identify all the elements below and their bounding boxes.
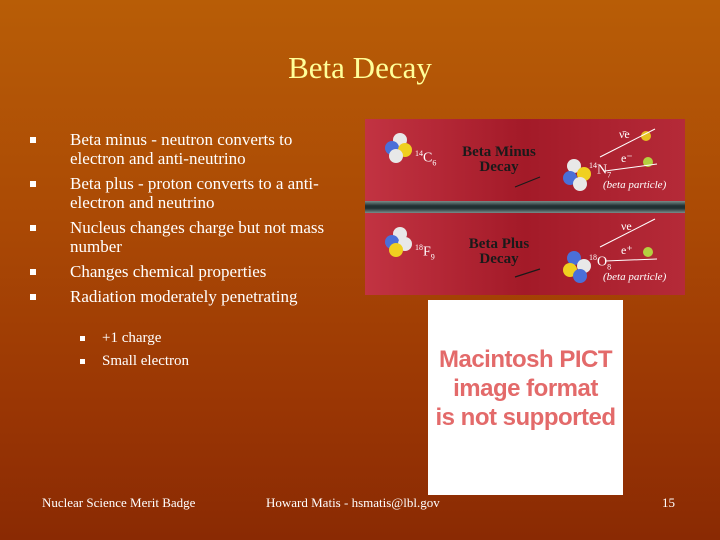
bullet-text: Beta minus - neutron converts to electro… <box>70 130 293 168</box>
electron-label: e⁻ <box>621 151 633 165</box>
beta-minus-title: Beta Minus Decay <box>462 144 536 175</box>
arrow-line <box>599 128 656 158</box>
beta-decay-diagram: 14C6 Beta Minus Decay 14N7 ν̄e e⁻ (beta … <box>365 119 685 295</box>
footer-left: Nuclear Science Merit Badge <box>42 495 196 510</box>
square-bullet-icon <box>80 359 85 364</box>
sub-bullet-item: Small electron <box>80 350 189 373</box>
parent-nucleus-label: 14C6 <box>415 149 437 168</box>
sub-bullet-item: +1 charge <box>80 327 189 350</box>
bullet-item: Nucleus changes charge but not mass numb… <box>30 218 350 256</box>
bullet-item: Changes chemical properties <box>30 262 350 281</box>
bullet-text: Nucleus changes charge but not mass numb… <box>70 218 325 256</box>
arrow-line <box>604 163 658 172</box>
bullet-list: Beta minus - neutron converts to electro… <box>30 130 350 312</box>
panel-separator <box>365 201 685 213</box>
slide-title: Beta Decay <box>288 50 432 85</box>
positron-label: e⁺ <box>621 243 633 257</box>
bullet-text: Changes chemical properties <box>70 262 267 281</box>
arrow-line <box>599 218 656 248</box>
parent-nucleus-label: 18F9 <box>415 243 435 262</box>
anti-neutrino-label: ν̄e <box>619 127 630 141</box>
bullet-item: Beta minus - neutron converts to electro… <box>30 130 350 168</box>
square-bullet-icon <box>30 181 36 187</box>
neutrino-ball <box>641 131 651 141</box>
nucleon-ball <box>389 243 403 257</box>
sub-bullet-list: +1 charge Small electron <box>80 327 189 373</box>
bullet-text: Radiation moderately penetrating <box>70 287 298 306</box>
square-bullet-icon <box>30 294 36 300</box>
nucleon-ball <box>573 177 587 191</box>
daughter-nucleus-label: 14N7 <box>589 161 612 180</box>
beta-plus-panel <box>365 213 685 295</box>
bullet-item: Beta plus - proton converts to a anti-el… <box>30 174 350 212</box>
electron-ball <box>643 157 653 167</box>
pict-warning-text: Macintosh PICT image format is not suppo… <box>435 346 617 431</box>
page-number: 15 <box>662 495 675 510</box>
beta-plus-title: Beta Plus Decay <box>468 236 530 267</box>
bullet-item: Radiation moderately penetrating <box>30 287 350 306</box>
beta-particle-note: (beta particle) <box>603 179 667 191</box>
unsupported-image-placeholder: Macintosh PICT image format is not suppo… <box>428 300 623 495</box>
bullet-text: Beta plus - proton converts to a anti-el… <box>70 174 319 212</box>
daughter-nucleus-label: 18O8 <box>589 253 612 272</box>
beta-minus-panel <box>365 119 685 201</box>
neutrino-label: νe <box>621 219 632 233</box>
sub-bullet-text: +1 charge <box>102 330 162 346</box>
arrow-line <box>604 258 658 262</box>
arrow-line <box>514 176 541 188</box>
square-bullet-icon <box>30 225 36 231</box>
arrow-line <box>514 268 541 278</box>
nucleon-ball <box>573 269 587 283</box>
sub-bullet-text: Small electron <box>102 353 190 369</box>
square-bullet-icon <box>80 336 85 341</box>
square-bullet-icon <box>30 269 36 275</box>
decay-arrows <box>514 128 658 278</box>
footer-author: Howard Matis - hsmatis@lbl.gov <box>266 495 440 510</box>
nucleon-ball <box>389 149 403 163</box>
positron-ball <box>643 247 653 257</box>
beta-particle-note: (beta particle) <box>603 271 667 283</box>
square-bullet-icon <box>30 137 36 143</box>
